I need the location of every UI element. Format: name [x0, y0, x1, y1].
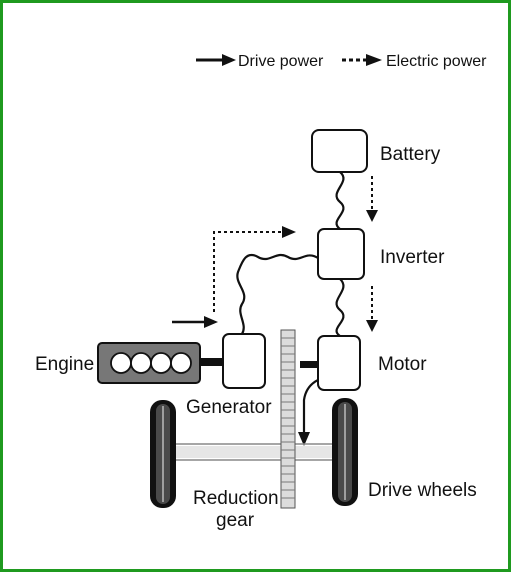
engine-generator-shaft — [200, 358, 223, 366]
axle — [172, 443, 336, 461]
right-wheel-icon — [332, 398, 358, 506]
legend: Drive power Electric power — [196, 53, 487, 70]
electric-power-arrow-generator-inverter — [213, 226, 296, 312]
drive-power-arrow-motor-wheels — [298, 379, 319, 446]
drive-power-arrow-engine-generator — [172, 316, 218, 328]
electric-power-arrow-battery-inverter — [366, 176, 378, 222]
left-wheel-icon — [150, 400, 176, 508]
engine-icon — [97, 342, 201, 384]
generator-box — [222, 333, 266, 389]
motor-shaft — [300, 361, 318, 368]
battery-inverter-cable — [335, 171, 345, 230]
legend-electric-power-label: Electric power — [386, 53, 487, 70]
battery-label: Battery — [380, 144, 441, 165]
reduction-gear-label-line2: gear — [216, 510, 255, 531]
engine-label: Engine — [35, 354, 94, 375]
inverter-generator-cable — [236, 253, 319, 335]
legend-drive-power-label: Drive power — [238, 53, 324, 70]
motor-box — [317, 335, 361, 391]
electric-power-arrow-inverter-motor — [366, 286, 378, 332]
inverter-label: Inverter — [380, 247, 445, 268]
reduction-gear-label-line1: Reduction — [193, 488, 279, 509]
reduction-gear-icon — [280, 329, 296, 509]
legend-electric-power-arrow-icon — [342, 54, 382, 66]
motor-label: Motor — [378, 354, 427, 375]
battery-box — [311, 129, 368, 173]
legend-drive-power-arrow-icon — [196, 54, 236, 66]
drive-wheels-label: Drive wheels — [368, 480, 477, 501]
inverter-motor-cable — [335, 278, 345, 337]
generator-label: Generator — [186, 397, 272, 418]
inverter-box — [317, 228, 365, 280]
